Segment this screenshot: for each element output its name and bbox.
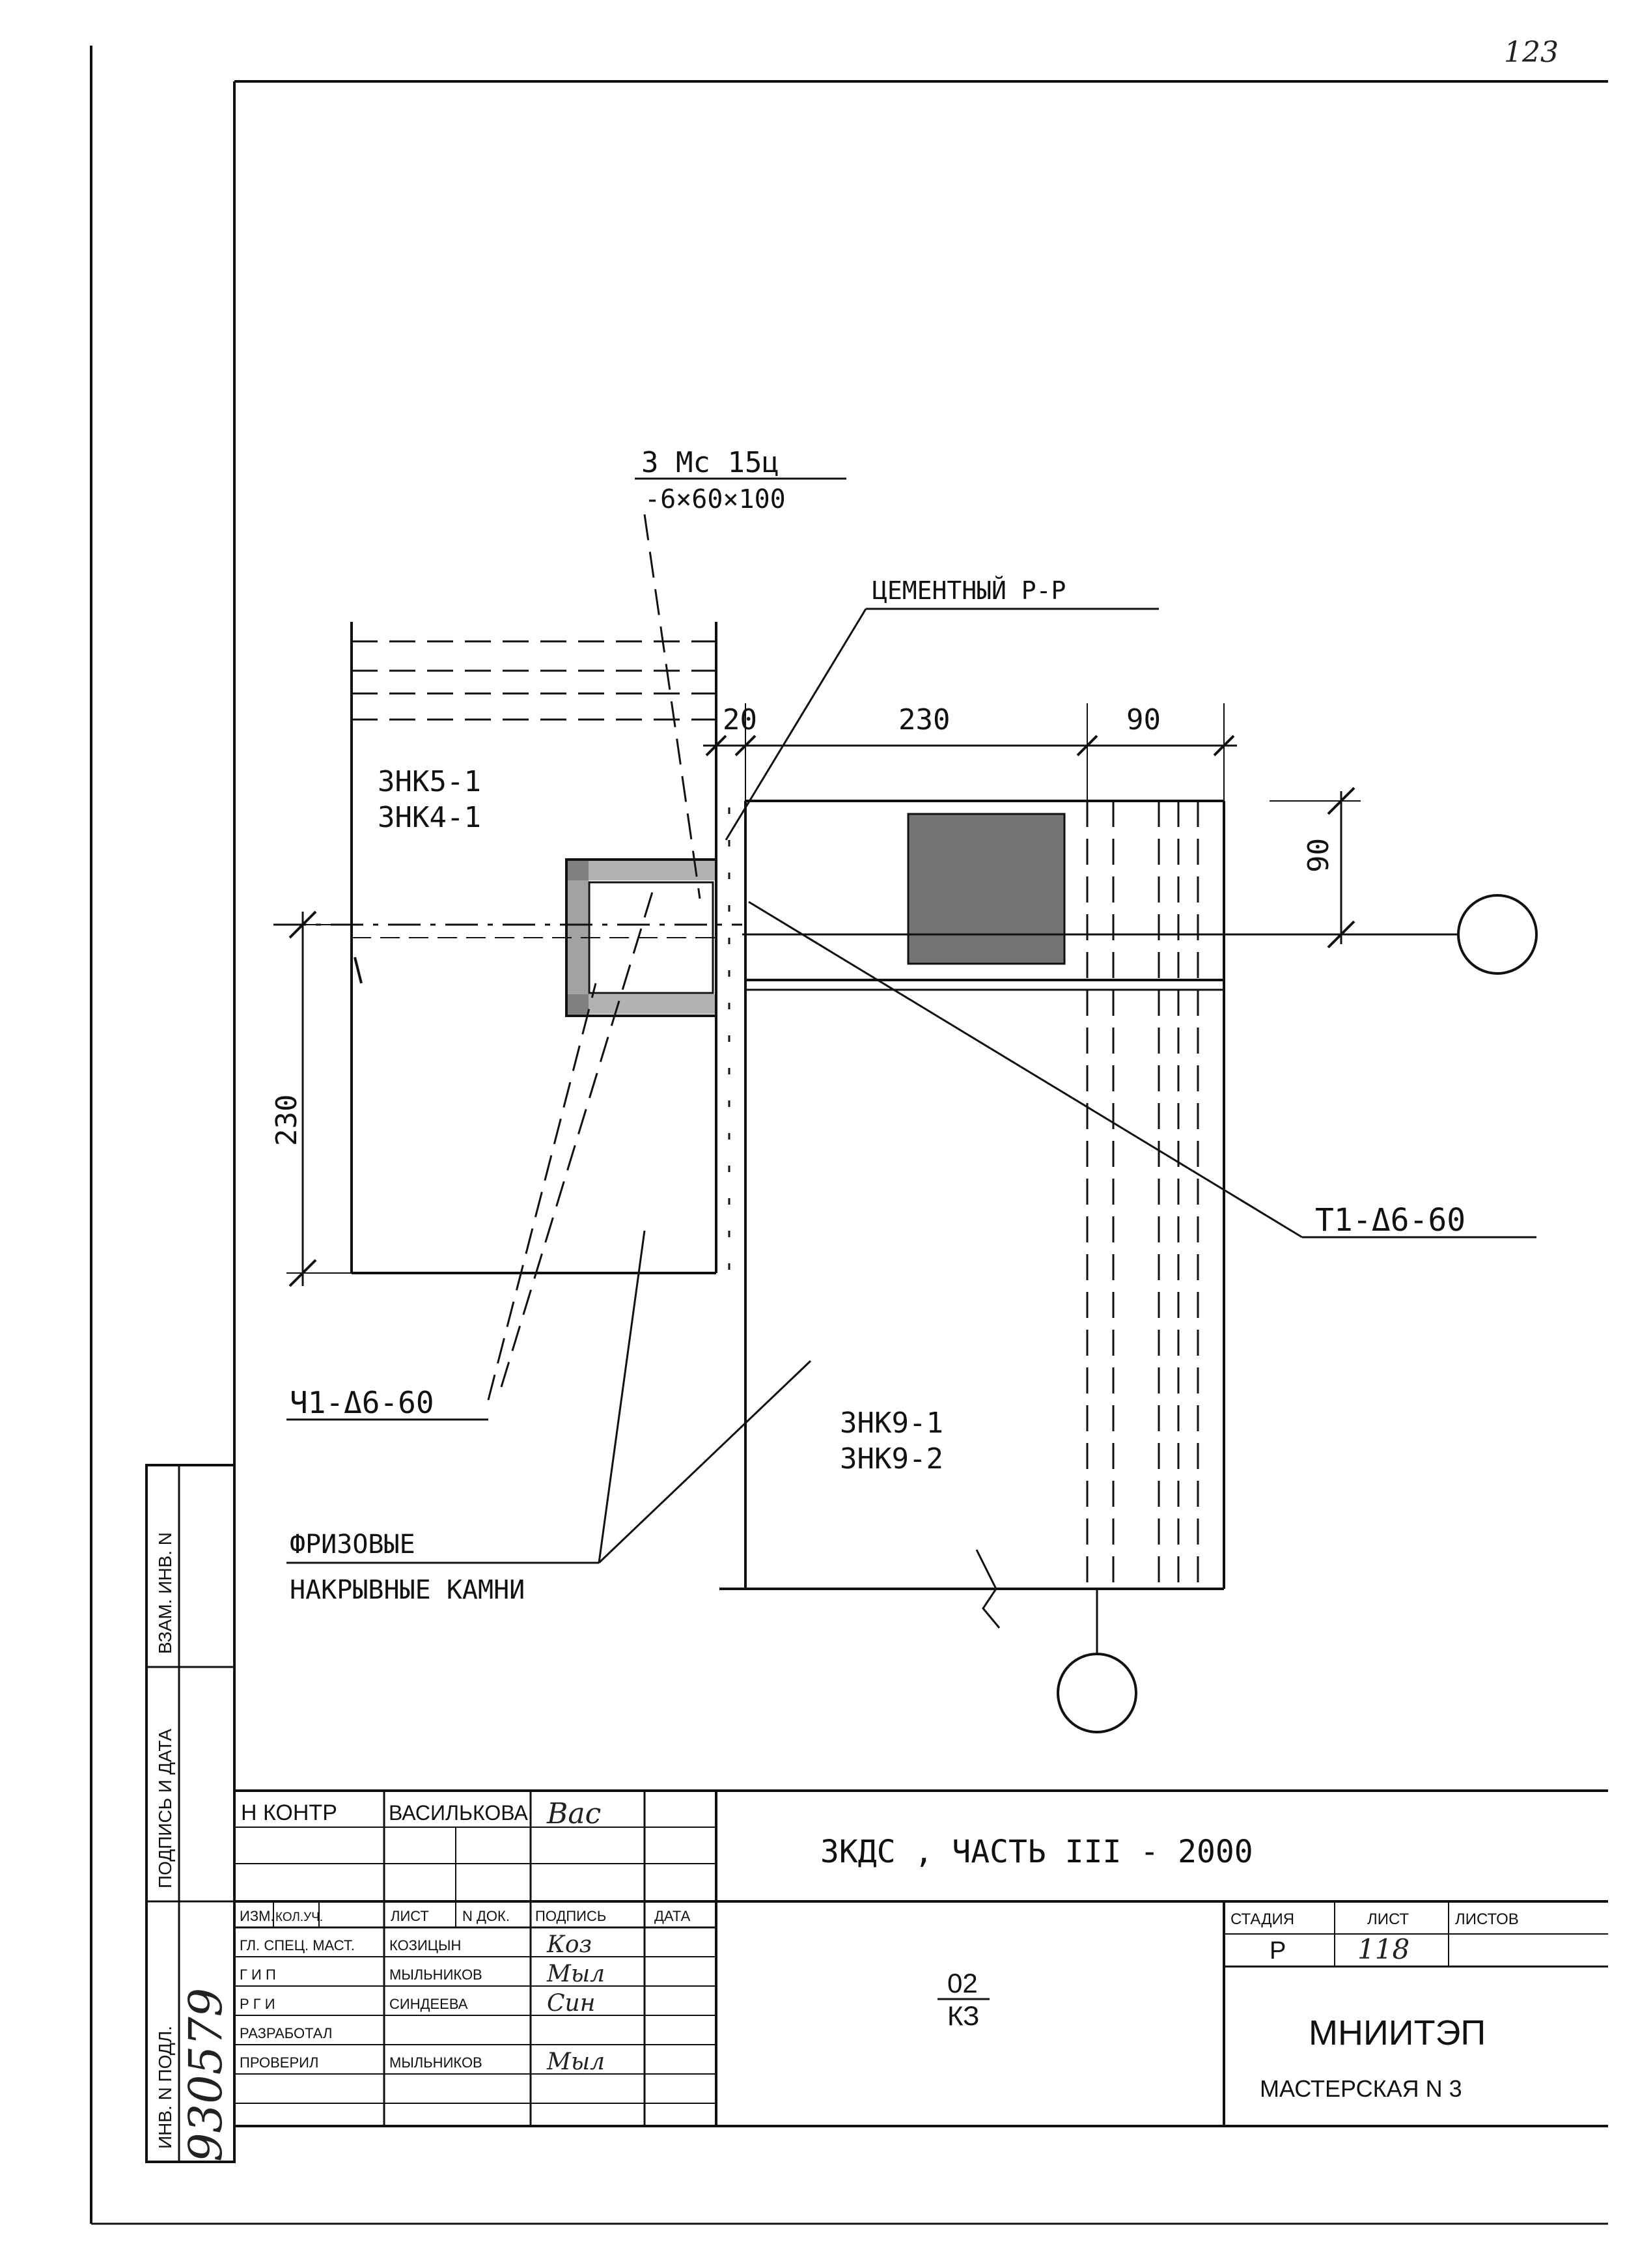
dim-90-side: 90 bbox=[1302, 838, 1335, 873]
row-signature: Коз bbox=[546, 1931, 592, 1958]
side-stamp-col3: ИНВ. N ПОДЛ. bbox=[155, 2026, 175, 2149]
stones-label-2: НАКРЫВНЫЕ КАМНИ bbox=[290, 1575, 525, 1605]
row-name: КОЗИЦЫН bbox=[389, 1937, 461, 1953]
dim-230-top: 230 bbox=[898, 703, 950, 736]
right-wall bbox=[719, 800, 1225, 1629]
cement-leader bbox=[725, 608, 867, 841]
n-kontr-label: Н КОНТР bbox=[241, 1800, 337, 1825]
wall-left-label-2: 3НК4-1 bbox=[378, 801, 481, 834]
stones-label-1: ФРИЗОВЫЕ bbox=[290, 1530, 415, 1560]
header-izm: ИЗМ. bbox=[240, 1908, 275, 1924]
row-signature: Син bbox=[547, 1990, 595, 2017]
stage-value: Р bbox=[1270, 1937, 1286, 1965]
inventory-number: 930579 bbox=[179, 1988, 232, 2162]
anchor-right-leader bbox=[748, 901, 1303, 1239]
side-dimension-90 bbox=[1270, 787, 1361, 949]
sheet-label: ЛИСТ bbox=[1367, 1911, 1410, 1928]
dim-20: 20 bbox=[723, 703, 757, 736]
row-role: Р Г И bbox=[240, 1996, 275, 2012]
cement-callout: ЦЕМЕНТНЫЙ Р-Р bbox=[872, 576, 1066, 605]
row-role: ГЛ. СПЕЦ. МАСТ. bbox=[240, 1937, 355, 1953]
row-role: РАЗРАБОТАЛ bbox=[240, 2025, 332, 2041]
upper-left-wall bbox=[350, 622, 717, 1274]
wall-low-label-2: 3НК9-2 bbox=[840, 1442, 943, 1476]
sheets-label: ЛИСТОВ bbox=[1455, 1911, 1519, 1928]
anchor-left-leader-1 bbox=[487, 983, 597, 1401]
row-name: МЫЛЬНИКОВ bbox=[389, 1967, 482, 1983]
sheet-value: 118 bbox=[1357, 1933, 1410, 1965]
workshop-name: МАСТЕРСКАЯ N 3 bbox=[1260, 2075, 1462, 2102]
plate-callout-line2: -6×60×100 bbox=[645, 484, 786, 514]
axis-bubble-bottom bbox=[1057, 1653, 1137, 1733]
header-koluch: КОЛ.УЧ. bbox=[275, 1911, 323, 1924]
row-signature: Мыл bbox=[546, 1961, 605, 1987]
side-stamp-col2: ПОДПИСЬ И ДАТА bbox=[155, 1729, 175, 1888]
n-kontr-signature: Вас bbox=[546, 1797, 601, 1830]
axis-bubble-right bbox=[1457, 894, 1538, 975]
row-name: СИНДЕЕВА bbox=[389, 1996, 468, 2012]
project-title: 3КДС , ЧАСТЬ III - 2000 bbox=[820, 1834, 1253, 1870]
anchor-right-callout: Т1-Δ6-60 bbox=[1315, 1202, 1465, 1239]
header-data: ДАТА bbox=[654, 1908, 691, 1924]
header-ndok: N ДОК. bbox=[462, 1908, 510, 1924]
top-dimension bbox=[703, 703, 1237, 807]
signature-rows: ГЛ. СПЕЦ. МАСТ. КОЗИЦЫН Коз Г И П МЫЛЬНИ… bbox=[240, 1931, 605, 2075]
side-dimension-230 bbox=[286, 910, 363, 1287]
code-top: 02 bbox=[947, 1968, 978, 1998]
wall-low-label-1: 3НК9-1 bbox=[840, 1407, 943, 1440]
plate-leader bbox=[643, 514, 701, 899]
anchor-left-leader-2 bbox=[500, 885, 656, 1388]
row-signature: Мыл bbox=[546, 2049, 605, 2075]
side-stamp-col1: ВЗАМ. ИНВ. N bbox=[155, 1532, 175, 1654]
plate-callout-line1: 3 Мс 15ц bbox=[641, 446, 779, 479]
n-kontr-name: ВАСИЛЬКОВА bbox=[389, 1801, 528, 1825]
row-role: ПРОВЕРИЛ bbox=[240, 2054, 318, 2071]
row-role: Г И П bbox=[240, 1967, 276, 1983]
dim-230-side: 230 bbox=[270, 1095, 303, 1146]
stones-leader-1 bbox=[598, 1230, 646, 1563]
stones-leader-2 bbox=[598, 1360, 812, 1564]
row-name: МЫЛЬНИКОВ bbox=[389, 2054, 482, 2071]
code-bottom: КЗ bbox=[947, 2000, 979, 2031]
organization-name: МНИИТЭП bbox=[1309, 2013, 1486, 2052]
header-list: ЛИСТ bbox=[391, 1908, 429, 1924]
wall-left-label-1: 3НК5-1 bbox=[378, 765, 481, 798]
title-block-grid bbox=[234, 1789, 1608, 2127]
side-stamp bbox=[145, 1464, 236, 2163]
header-podpis: ПОДПИСЬ bbox=[535, 1908, 606, 1924]
anchor-left-callout: Ч1-Δ6-60 bbox=[290, 1385, 434, 1420]
page-number: 123 bbox=[1504, 36, 1559, 69]
dim-90-top: 90 bbox=[1126, 703, 1161, 736]
stage-label: СТАДИЯ bbox=[1230, 1911, 1294, 1928]
